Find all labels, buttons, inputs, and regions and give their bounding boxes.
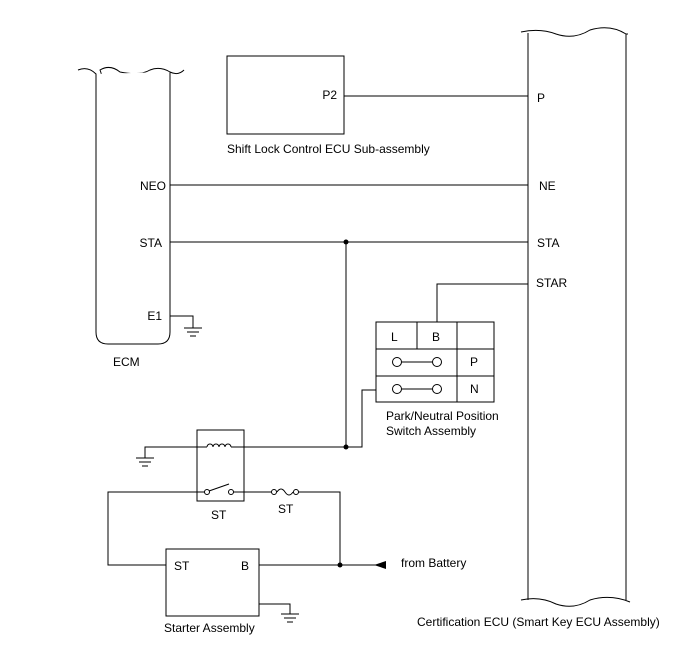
- st-relay: ST: [196, 429, 245, 522]
- shift-lock-pin-p2: P2: [322, 88, 337, 102]
- cert-pin-sta: STA: [537, 236, 559, 250]
- cert-pin-star: STAR: [536, 276, 567, 290]
- relay-switch-icon: [208, 483, 230, 492]
- battery-feed: from Battery: [259, 556, 466, 570]
- pnp-row-p: P: [470, 355, 478, 369]
- st-fuse-label: ST: [278, 502, 294, 516]
- cert-pin-p: P: [537, 91, 545, 105]
- starter-circuit: ST: [107, 488, 341, 566]
- ecm-block: ECM NEO STA E1: [77, 66, 185, 369]
- pnp-header-b: B: [432, 330, 440, 344]
- junction-battery: [337, 562, 343, 568]
- ecm-label: ECM: [113, 355, 140, 369]
- starter-assembly: ST B Starter Assembly: [164, 548, 260, 635]
- wires: [170, 95, 528, 448]
- fuse-icon: [276, 488, 294, 496]
- ecm-pin-sta: STA: [140, 236, 162, 250]
- pnp-label-line2: Switch Assembly: [386, 424, 476, 438]
- pnp-label-line1: Park/Neutral Position: [386, 409, 499, 423]
- ecm-ground: [170, 315, 202, 337]
- starter-label: Starter Assembly: [164, 621, 255, 635]
- relay-ground: [136, 446, 197, 467]
- cert-ecu-label: Certification ECU (Smart Key ECU Assembl…: [417, 615, 660, 629]
- starter-pin-b: B: [241, 559, 249, 573]
- battery-label: from Battery: [401, 556, 466, 570]
- relay-coil-icon: [206, 443, 232, 448]
- starter-pin-st: ST: [174, 559, 190, 573]
- pnp-continuity-p: [392, 357, 442, 367]
- pnp-header-l: L: [391, 330, 398, 344]
- ecm-pin-e1: E1: [147, 309, 162, 323]
- junction-relay: [343, 444, 349, 450]
- arrow-left-icon: [374, 561, 386, 569]
- pnp-continuity-n: [392, 384, 442, 394]
- ecm-pin-neo: NEO: [140, 179, 166, 193]
- pnp-switch: L B P N Park/Neutral Position Switch Ass…: [375, 321, 499, 438]
- pnp-row-n: N: [470, 382, 479, 396]
- cert-pin-ne: NE: [539, 179, 556, 193]
- wire-star-b: [436, 283, 528, 322]
- wire-pnp-n-to-sta: [346, 389, 376, 448]
- st-relay-label: ST: [211, 508, 227, 522]
- junction-sta: [343, 239, 349, 245]
- shift-lock-label: Shift Lock Control ECU Sub-assembly: [227, 142, 430, 156]
- shift-lock-ecu: P2 Shift Lock Control ECU Sub-assembly: [226, 55, 430, 156]
- certification-ecu: P NE STA STAR Certification ECU (Smart K…: [417, 27, 660, 629]
- starter-ground: [259, 603, 299, 623]
